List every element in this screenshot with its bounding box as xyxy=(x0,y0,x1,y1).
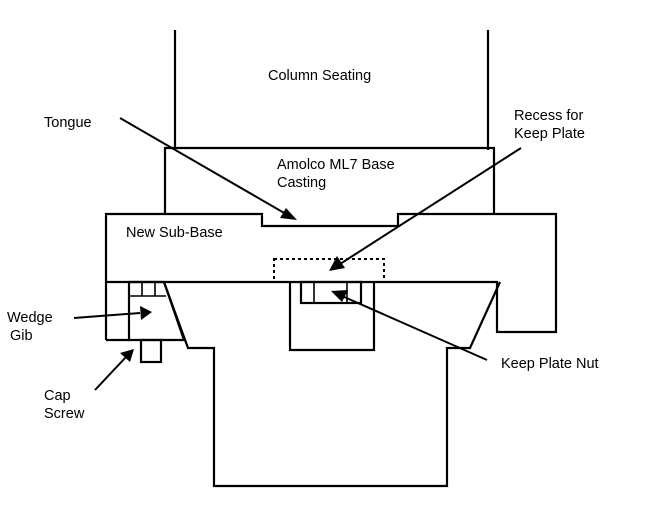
label-wedge-gib-line1: Wedge xyxy=(7,310,53,326)
label-keep-plate-nut: Keep Plate Nut xyxy=(501,356,599,372)
nut-leader xyxy=(341,295,488,361)
label-cap-screw-line1: Cap xyxy=(44,388,71,404)
cap-screw xyxy=(139,338,163,364)
label-new-sub-base: New Sub-Base xyxy=(126,225,223,241)
cap-screw-leader xyxy=(94,356,127,391)
wedge-gib-arrowhead xyxy=(140,306,152,320)
label-tongue: Tongue xyxy=(44,115,92,131)
sub-base-outline xyxy=(104,212,558,334)
label-base-casting-line1: Amolco ML7 Base xyxy=(277,157,395,173)
label-recess-line1: Recess for xyxy=(514,108,584,124)
label-recess-line2: Keep Plate xyxy=(514,126,585,142)
tongue-arrowhead xyxy=(280,208,297,220)
keep-plate-nut xyxy=(299,280,363,305)
lower-saddle-outline xyxy=(162,281,502,488)
keep-plate-slot xyxy=(288,282,376,352)
keep-plate-recess xyxy=(273,258,385,283)
cap-screw-arrowhead xyxy=(120,349,134,362)
base-casting-outline xyxy=(163,146,496,214)
label-cap-screw-line2: Screw xyxy=(44,406,85,422)
label-base-casting-line2: Casting xyxy=(277,175,327,191)
nut-arrowhead xyxy=(331,290,348,302)
wedge-gib xyxy=(127,280,186,342)
label-wedge-gib-line2: Gib xyxy=(10,328,33,344)
wedge-gib-leader xyxy=(73,312,141,319)
recess-arrowhead xyxy=(329,256,345,271)
tongue-leader xyxy=(119,117,287,215)
label-column-seating: Column Seating xyxy=(268,68,372,84)
recess-leader xyxy=(339,147,522,265)
